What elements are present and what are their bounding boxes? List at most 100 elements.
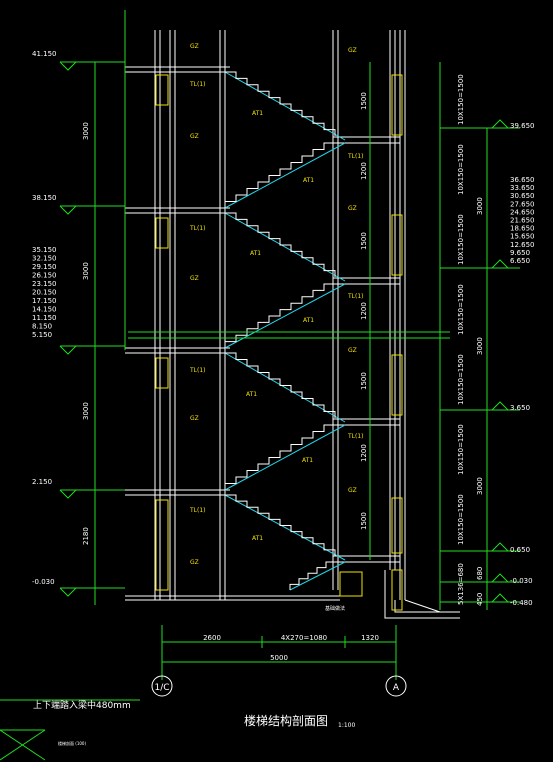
step-profile (225, 212, 336, 277)
elev-stack-right-item: 9.650 (510, 249, 530, 257)
right-dim-1: 3000 (476, 197, 484, 215)
elev-stack-left-item: 5.150 (32, 331, 52, 339)
note-small: 楼梯剖面 (100) (58, 740, 86, 746)
component-label-tl: TL(1) (189, 507, 206, 514)
axis-left-label: 1/C (154, 683, 169, 693)
elev-stack-right-item: 33.650 (510, 184, 535, 192)
elev-stack-right-item: 15.650 (510, 233, 535, 241)
elev-stack-left-item: 11.150 (32, 314, 57, 322)
drawing-title: 楼梯结构剖面图 (244, 713, 328, 728)
drawing-scale: 1:100 (338, 722, 355, 729)
component-labels: GZ GZ GZ GZ GZ GZ GZ GZ GZ TL(1) TL(1) TL(1) TL(1) TL… (189, 43, 364, 566)
elev-stack-left-item: 35.150 (32, 246, 57, 254)
component-label-at: AT1 (246, 391, 257, 398)
elev-right-top: 39.650 (510, 122, 535, 130)
beam-note: 上下端踏入梁中480mm (33, 699, 131, 711)
component-label-tlb: TL(1) (347, 293, 364, 300)
left-dim-3: 3000 (82, 402, 90, 420)
level-markers (59, 61, 509, 603)
component-label-gz: GZ (190, 133, 199, 140)
step-profile (225, 494, 336, 556)
elev-stack-left: 35.15032.15029.15026.15023.15020.15017.1… (32, 246, 57, 339)
elev-stack-right-item: 6.650 (510, 257, 530, 265)
right-dim-4: 680 (476, 567, 484, 580)
axis-right-marker (385, 675, 407, 697)
walls (125, 30, 460, 619)
elev-right-mid: 3.650 (510, 404, 530, 412)
elev-mid: 38.150 (32, 194, 57, 202)
component-label-tl: TL(1) (189, 81, 206, 88)
component-label-tl: TL(1) (189, 367, 206, 374)
elev-stack-left-item: 8.150 (32, 323, 52, 331)
step-profiles (224, 71, 336, 590)
bottom-dim-total: 5000 (270, 654, 288, 662)
elev-top: 41.150 (32, 50, 57, 58)
component-label-at: AT1 (252, 535, 263, 542)
elev-right-ground: -0.030 (510, 577, 533, 585)
component-label-gz: GZ (190, 415, 199, 422)
left-dim-1: 3000 (82, 122, 90, 140)
inner-dim: 1200 (360, 162, 368, 180)
flight-label: 10X150=1500 (457, 424, 465, 475)
elev-stack-right-item: 18.650 (510, 225, 535, 233)
inner-dim: 1200 (360, 444, 368, 462)
dimension-lines (0, 10, 520, 761)
flight-label: 10X150=1500 (457, 144, 465, 195)
inner-dim: 1500 (360, 512, 368, 530)
component-label-gz: GZ (348, 47, 357, 54)
component-label-gz: GZ (348, 487, 357, 494)
stair-flights (224, 71, 346, 591)
step-profile (225, 352, 336, 418)
component-label-at: AT1 (303, 317, 314, 324)
step-profile (224, 142, 335, 208)
flight-label: 10X150=1500 (457, 284, 465, 335)
flight-label: 10X150=1500 (457, 214, 465, 265)
component-label-gz: GZ (348, 205, 357, 212)
elev-stack-right-item: 27.650 (510, 200, 535, 208)
elev-stack-left-item: 14.150 (32, 306, 57, 314)
right-dim-2: 3000 (476, 337, 484, 355)
component-label-gz: GZ (348, 347, 357, 354)
step-profile (289, 561, 335, 590)
elev-stack-left-item: 17.150 (32, 297, 57, 305)
right-dim-3: 3000 (476, 477, 484, 495)
component-label-gz: GZ (190, 275, 199, 282)
elev-stack-left-item: 29.150 (32, 263, 57, 271)
flight-label: 10X150=1500 (457, 354, 465, 405)
base-note: 基础做法 (325, 605, 345, 612)
component-label-gz: GZ (190, 559, 199, 566)
component-label-gz: GZ (190, 43, 199, 50)
elev-right-low: 0.650 (510, 546, 530, 554)
elev-stack-right: 36.65033.65030.65027.65024.65021.65018.6… (510, 176, 535, 265)
elev-stack-left-item: 23.150 (32, 280, 57, 288)
left-dim-4: 2180 (82, 527, 90, 545)
flight-label: 10X150=1500 (457, 494, 465, 545)
bottom-dim-3: 1320 (361, 634, 379, 642)
component-label-tlb: TL(1) (347, 153, 364, 160)
elev-stack-left-item: 32.150 (32, 255, 57, 263)
inner-dim: 1500 (360, 92, 368, 110)
flight-label: 5X136=680 (457, 563, 465, 605)
elev-stack-right-item: 30.650 (510, 192, 535, 200)
flight-labels: 10X150=1500 10X150=1500 10X150=1500 10X150=… (457, 74, 465, 605)
step-profile (224, 283, 335, 348)
component-label-tlb: TL(1) (347, 433, 364, 440)
axis-left-marker (151, 675, 173, 697)
inner-dim: 1500 (360, 232, 368, 250)
component-label-at: AT1 (250, 250, 261, 257)
elev-right-base: -0.480 (510, 599, 533, 607)
step-profile (224, 424, 335, 490)
elev-stack-right-item: 36.650 (510, 176, 535, 184)
flight-label: 10X150=1500 (457, 74, 465, 125)
elev-stack-left-item: 26.150 (32, 272, 57, 280)
left-dim-2: 3000 (82, 262, 90, 280)
axis-right-label: A (393, 683, 400, 693)
step-profile (225, 71, 336, 136)
beam-blocks (155, 74, 403, 611)
inner-dim: 1200 (360, 302, 368, 320)
elev-stack-left-item: 20.150 (32, 289, 57, 297)
